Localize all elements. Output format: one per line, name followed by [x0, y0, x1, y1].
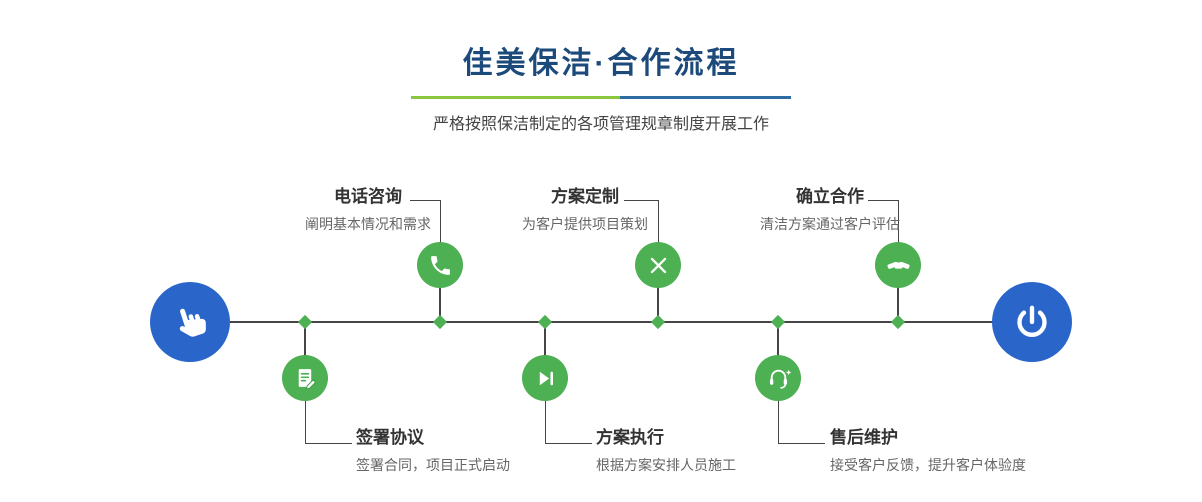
label-connector	[305, 400, 352, 444]
design-tools-icon	[650, 257, 666, 273]
diamond-marker	[297, 314, 313, 330]
step-desc: 根据方案安排人员施工	[596, 457, 736, 473]
pointing-hand-icon	[179, 308, 206, 337]
step-title: 确立合作	[796, 187, 864, 206]
label-connector	[778, 400, 825, 444]
label-connector	[545, 400, 592, 444]
step-phone-consult: 电话咨询 阐明基本情况和需求	[283, 186, 453, 233]
step-sign-agreement: 签署协议 签署合同，项目正式启动	[356, 427, 510, 474]
step-node-contract	[282, 355, 328, 401]
step-node-execute	[522, 355, 568, 401]
step-after-sales: 售后维护 接受客户反馈，提升客户体验度	[830, 427, 1026, 474]
step-title: 售后维护	[830, 428, 898, 447]
diamond-marker	[890, 314, 906, 330]
step-desc: 签署合同，项目正式启动	[356, 457, 510, 473]
step-desc: 接受客户反馈，提升客户体验度	[830, 457, 1026, 473]
step-plan-execute: 方案执行 根据方案安排人员施工	[596, 427, 736, 474]
end-node	[992, 282, 1072, 362]
diamond-marker	[770, 314, 786, 330]
label-connector	[868, 200, 899, 243]
handshake-icon	[886, 261, 910, 269]
contract-icon	[298, 368, 316, 389]
step-title: 电话咨询	[334, 187, 402, 206]
step-node-phone	[417, 242, 463, 288]
step-desc: 阐明基本情况和需求	[305, 216, 431, 232]
page-subtitle: 严格按照保洁制定的各项管理规章制度开展工作	[432, 116, 769, 133]
divider-green-segment	[411, 96, 620, 99]
step-node-handshake	[875, 242, 921, 288]
step-title: 方案定制	[551, 187, 619, 206]
step-desc: 为客户提供项目策划	[522, 216, 648, 232]
divider-blue-segment	[620, 96, 791, 99]
step-establish-coop: 确立合作 清洁方案通过客户评估	[745, 186, 915, 233]
play-forward-icon	[539, 371, 553, 385]
stem-connector	[304, 322, 306, 356]
label-connector	[624, 200, 659, 243]
step-node-support	[755, 355, 801, 401]
diamond-marker	[432, 314, 448, 330]
stem-connector	[657, 286, 659, 322]
diamond-marker	[537, 314, 553, 330]
title-divider	[411, 96, 791, 99]
step-desc: 清洁方案通过客户评估	[760, 216, 900, 232]
phone-icon	[430, 255, 450, 275]
step-plan-custom: 方案定制 为客户提供项目策划	[500, 186, 670, 233]
timeline-line	[226, 321, 996, 323]
page-title: 佳美保洁·合作流程	[462, 47, 740, 80]
stem-connector	[777, 322, 779, 356]
power-icon	[1017, 305, 1047, 337]
diamond-marker	[650, 314, 666, 330]
start-node	[150, 282, 230, 362]
step-title: 方案执行	[596, 428, 664, 447]
stem-connector	[897, 286, 899, 322]
step-node-design	[635, 242, 681, 288]
stem-connector	[544, 322, 546, 356]
stem-connector	[439, 286, 441, 322]
headset-icon	[769, 369, 791, 389]
step-title: 签署协议	[356, 428, 424, 447]
label-connector	[410, 200, 441, 243]
